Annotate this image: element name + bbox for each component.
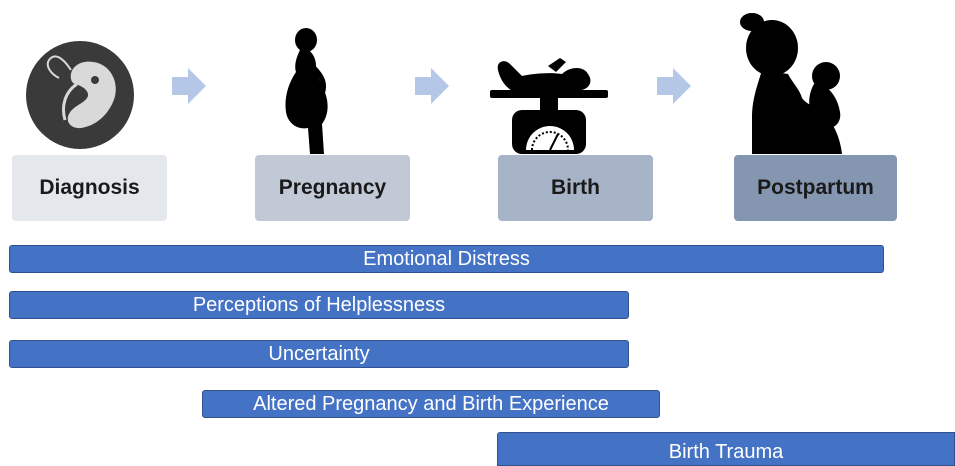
bar-label: Perceptions of Helplessness <box>192 293 446 316</box>
baby-on-scale-icon <box>490 58 608 154</box>
bar-altered-pregnancy-and-birth-experience: Altered Pregnancy and Birth Experience <box>202 390 660 418</box>
mother-holding-baby-icon <box>740 13 842 154</box>
stage-label: Birth <box>551 176 600 199</box>
stage-label: Diagnosis <box>39 176 140 199</box>
bar-label: Uncertainty <box>268 342 370 365</box>
stage-birth: Birth <box>498 155 653 221</box>
bar-label: Altered Pregnancy and Birth Experience <box>253 392 609 415</box>
bar-perceptions-of-helplessness: Perceptions of Helplessness <box>9 291 629 319</box>
bar-label: Birth Trauma <box>668 441 784 463</box>
fetus-icon <box>26 41 134 149</box>
right-arrow-icon <box>415 68 449 104</box>
bar-label: Emotional Distress <box>363 247 530 270</box>
stage-label: Postpartum <box>757 176 874 199</box>
stage-postpartum: Postpartum <box>734 155 897 221</box>
pregnant-woman-icon <box>285 28 328 154</box>
right-arrow-icon <box>657 68 691 104</box>
right-arrow-icon <box>172 68 206 104</box>
stage-diagnosis: Diagnosis <box>12 155 167 221</box>
bar-uncertainty: Uncertainty <box>9 340 629 368</box>
stage-label: Pregnancy <box>278 176 387 199</box>
bar-birth-trauma: Birth Trauma <box>497 432 955 466</box>
stage-pregnancy: Pregnancy <box>255 155 410 221</box>
bar-emotional-distress: Emotional Distress <box>9 245 884 273</box>
